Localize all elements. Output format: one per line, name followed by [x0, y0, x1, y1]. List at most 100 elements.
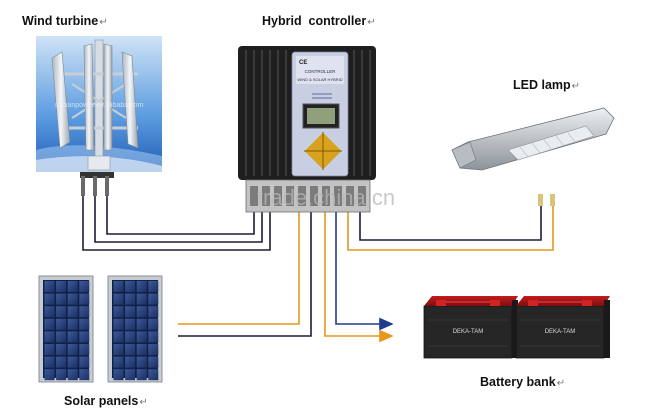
- return-mark: ↵: [99, 17, 108, 28]
- solar-cell: [125, 293, 136, 305]
- solar-cell: [56, 369, 67, 381]
- led-lamp-label-text: LED lamp: [513, 78, 571, 92]
- solar-cell: [67, 369, 78, 381]
- solar-cell: [67, 281, 78, 292]
- turbine-wire-1: [82, 196, 271, 251]
- solar-cell: [79, 344, 90, 355]
- solar-cell: [56, 331, 67, 343]
- wind-turbine-label: Wind turbine↵: [22, 14, 108, 28]
- site-watermark: trade.china.cn: [257, 185, 395, 210]
- solar-cell: [67, 331, 78, 343]
- battery-bank-label: Battery bank↵: [480, 375, 565, 389]
- return-mark: ↵: [571, 81, 581, 92]
- solar-cell: [79, 306, 90, 318]
- solar-cell: [44, 281, 55, 292]
- turbine-wire-2: [94, 196, 263, 243]
- controller-keypad-icon: [304, 132, 342, 170]
- battery-brand-2: DEKA-TAM: [545, 329, 576, 335]
- solar-cell: [148, 306, 159, 318]
- solar-cell: [67, 344, 78, 355]
- solar-cell: [79, 281, 90, 292]
- solar-cell: [148, 344, 159, 355]
- battery-bank-label-text: Battery bank: [480, 375, 556, 389]
- solar-cell: [136, 293, 147, 305]
- solar-cell: [44, 293, 55, 305]
- solar-cell: [125, 318, 136, 330]
- solar-panel-icon: [38, 275, 163, 383]
- solar-cell: [136, 306, 147, 318]
- solar-cell: [56, 281, 67, 292]
- battery-icon: [423, 296, 610, 359]
- solar-wire-positive: [178, 212, 300, 325]
- solar-cell: [113, 331, 124, 343]
- solar-wire-negative: [178, 212, 312, 337]
- solar-cell: [148, 356, 159, 368]
- led-lamp-label: LED lamp↵: [513, 78, 580, 92]
- solar-cell: [113, 306, 124, 318]
- lamp-wire-2: [359, 204, 542, 241]
- solar-panels-label-text: Solar panels: [64, 394, 139, 408]
- solar-cell: [125, 306, 136, 318]
- solar-cell: [136, 369, 147, 381]
- solar-cell: [56, 344, 67, 355]
- solar-cell: [136, 318, 147, 330]
- solar-cell: [113, 318, 124, 330]
- controller-panel-subtitle: WIND & SOLAR HYBRID: [297, 77, 342, 82]
- solar-cell: [56, 293, 67, 305]
- solar-panels-label: Solar panels↵: [64, 394, 148, 408]
- solar-cell: [148, 318, 159, 330]
- solar-cell: [113, 293, 124, 305]
- solar-cell: [113, 281, 124, 292]
- solar-cell: [136, 344, 147, 355]
- battery-brand-1: DEKA-TAM: [453, 329, 484, 335]
- solar-cell: [44, 306, 55, 318]
- return-mark: ↵: [367, 17, 376, 28]
- solar-cell: [148, 331, 159, 343]
- solar-cell: [113, 369, 124, 381]
- solar-cell: [67, 306, 78, 318]
- wiring: [82, 196, 554, 343]
- solar-cell: [44, 356, 55, 368]
- solar-cell: [79, 331, 90, 343]
- solar-cell: [136, 281, 147, 292]
- solar-cell: [44, 369, 55, 381]
- solar-cell: [67, 356, 78, 368]
- controller-brand-mark: CE: [299, 60, 307, 66]
- turbine-watermark: sabianpower.en.alibaba.com: [55, 102, 144, 109]
- lamp-wire-1: [347, 204, 554, 251]
- solar-cell: [79, 356, 90, 368]
- solar-cell: [125, 331, 136, 343]
- solar-cell: [148, 293, 159, 305]
- hybrid-controller-icon: [238, 46, 376, 180]
- solar-cell: [79, 293, 90, 305]
- wind-turbine-icon: [36, 36, 162, 196]
- turbine-wire-3: [106, 196, 255, 235]
- solar-cell: [125, 344, 136, 355]
- hybrid-controller-label-text: Hybrid controller: [262, 14, 367, 28]
- wind-turbine-label-text: Wind turbine: [22, 14, 99, 28]
- solar-cell: [136, 356, 147, 368]
- return-mark: ↵: [139, 397, 148, 408]
- solar-cell: [44, 344, 55, 355]
- solar-cell: [113, 344, 124, 355]
- led-lamp-icon: [451, 107, 615, 206]
- battery-wire-positive: [324, 212, 394, 343]
- solar-cell: [56, 306, 67, 318]
- solar-cell: [67, 318, 78, 330]
- solar-cell: [79, 369, 90, 381]
- solar-cell: [125, 369, 136, 381]
- solar-cell: [56, 356, 67, 368]
- return-mark: ↵: [556, 378, 566, 389]
- hybrid-controller-label: Hybrid controller↵: [262, 14, 376, 28]
- solar-cell: [67, 293, 78, 305]
- solar-cell: [125, 356, 136, 368]
- battery-wire-negative: [335, 212, 394, 331]
- solar-cell: [125, 281, 136, 292]
- solar-cell: [44, 331, 55, 343]
- solar-cell: [56, 318, 67, 330]
- solar-cell: [148, 281, 159, 292]
- solar-cell: [79, 318, 90, 330]
- controller-panel-title: CONTROLLER: [305, 69, 337, 74]
